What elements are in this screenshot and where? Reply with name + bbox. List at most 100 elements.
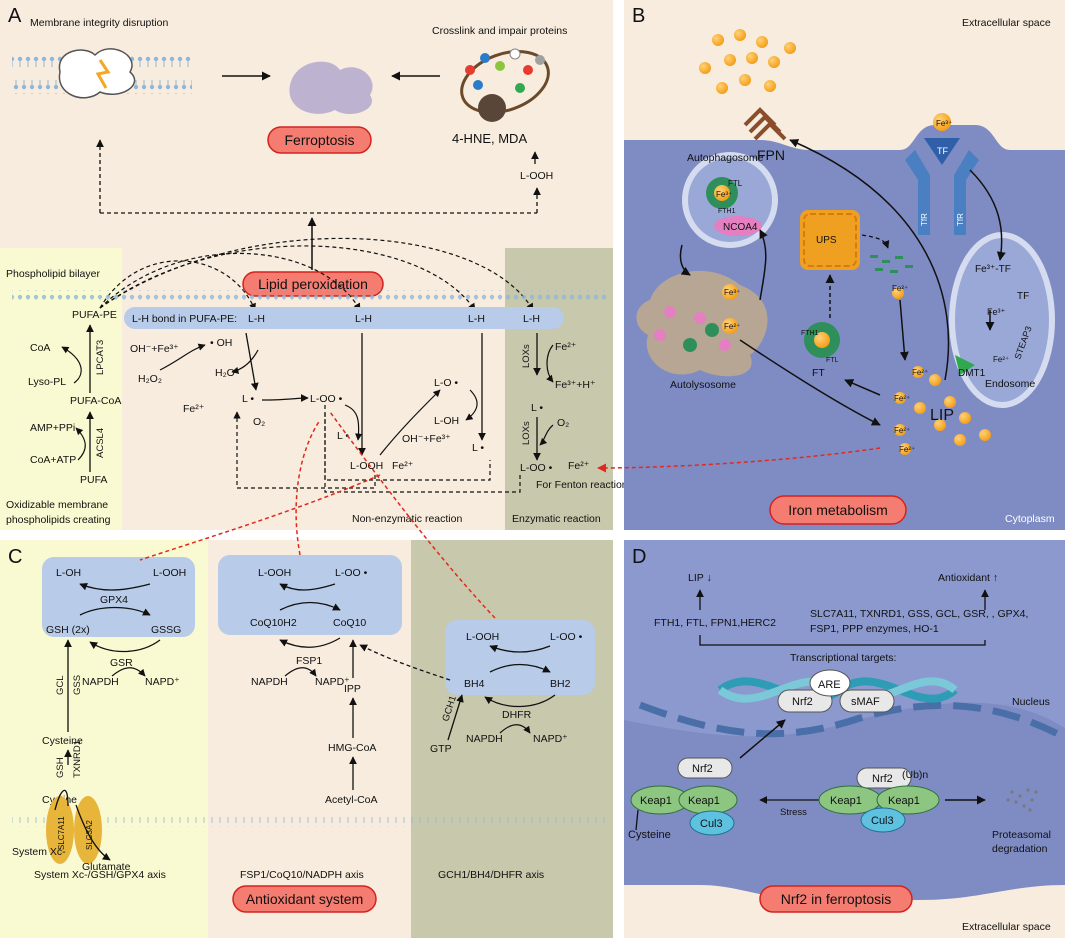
- fe2-label-lip-4: Fe²⁺: [894, 426, 910, 435]
- pufa-pe-label: PUFA-PE: [72, 309, 117, 321]
- lh-label-4: L-H: [523, 313, 540, 325]
- tfr-right-icon: [954, 150, 979, 235]
- l-radical-label-3: L •: [472, 442, 484, 454]
- l-ooh-top-label: L-OOH: [520, 170, 553, 182]
- l-radical-label-2: L •: [337, 430, 349, 442]
- lh-bond-prefix: L-H bond in PUFA-PE:: [132, 313, 237, 325]
- cytoplasm-label: Cytoplasm: [1005, 513, 1055, 525]
- fe2-label-endo: Fe²⁺: [993, 355, 1009, 364]
- fe3-label-top: Fe³⁺: [936, 119, 952, 128]
- lh-bond-bar: [124, 307, 564, 329]
- extracellular-label-b: Extracellular space: [962, 17, 1051, 29]
- ncoa4-label: NCOA4: [723, 222, 758, 233]
- gssg-label: GSSG: [151, 624, 181, 636]
- fe3-label-endo: Fe³⁺: [987, 307, 1006, 317]
- fpn-label: FPN: [757, 147, 785, 163]
- fe2-label-lip-3: Fe²⁺: [894, 394, 910, 403]
- are-label: ARE: [818, 679, 841, 691]
- panel-a: A Membrane integrity disruption Ferropto…: [0, 0, 628, 530]
- panel-d: D LIP ↓ Antioxidant ↑ FTH1, FTL, FPN1,HE…: [624, 540, 1065, 938]
- nucleus-label: Nucleus: [1012, 696, 1050, 708]
- fenton-link-arrow: [597, 447, 881, 473]
- slc7a11-label: SLC7A11: [57, 816, 66, 850]
- system-xc-label: System Xc-: [12, 846, 66, 858]
- axis2-label: FSP1/CoQ10/NADPH axis: [240, 869, 364, 881]
- bh4-label: BH4: [464, 678, 485, 690]
- ups-label: UPS: [816, 235, 837, 246]
- panel-letter-a: A: [8, 5, 22, 27]
- inhibition-links: [139, 411, 496, 619]
- fth1-label-2: FTH1: [801, 330, 819, 337]
- ipp-label: IPP: [344, 683, 361, 695]
- nrf2-bound-box: [856, 767, 912, 789]
- hmg-coa-label: HMG-CoA: [328, 742, 376, 754]
- lo-radical-label: L-O •: [434, 377, 458, 389]
- ub-label: (Ub)n: [902, 769, 928, 781]
- gpx4-label: GPX4: [100, 594, 128, 606]
- ft-label: FT: [812, 367, 825, 379]
- oxidizable-line-2: phospholipids creating: [6, 514, 111, 526]
- fe2-label-lip-5: Fe²⁺: [899, 445, 915, 454]
- gtp-label: GTP: [430, 743, 452, 755]
- system-xc-transporter-icon: [46, 796, 102, 864]
- fe3-ion-icon: [933, 113, 951, 131]
- fe3-tf-label: Fe³⁺-TF: [975, 264, 1011, 275]
- iron-metabolism-box: [769, 495, 907, 525]
- pufa-label: PUFA: [80, 474, 107, 486]
- c-loo-label-1: L-OO •: [335, 567, 368, 579]
- axis1-label: System Xc-/GSH/GPX4 axis: [34, 869, 166, 881]
- napdh-label-3: NAPDH: [466, 733, 503, 745]
- fe2-label-4: Fe²⁺: [568, 460, 589, 472]
- fsp1-label: FSP1: [296, 655, 322, 667]
- ftl-label-1: FTL: [728, 179, 743, 188]
- txnrd1-label: TXNRD1: [72, 740, 83, 778]
- gss-label: GSS: [72, 675, 83, 695]
- nrf2-ferroptosis-label: Nrf2 in ferroptosis: [781, 891, 891, 907]
- targets-right-line-2: FSP1, PPP enzymes, HO-1: [810, 623, 939, 635]
- panel-letter-c: C: [8, 546, 22, 568]
- are-element: [809, 669, 851, 697]
- keap1-label-3: Keap1: [830, 795, 862, 807]
- cul3-left: [689, 810, 735, 836]
- nrf2-nuclear-label: Nrf2: [792, 696, 813, 708]
- endosome-label: Endosome: [985, 378, 1035, 390]
- dmt1-icon: [955, 355, 975, 375]
- gsh2x-label: GSH (2x): [46, 624, 90, 636]
- cysteine-label-c: Cysteine: [42, 735, 83, 747]
- oh-fe3-label-2: OH⁻+Fe³⁺: [402, 433, 451, 445]
- gpx4-reaction-box: [42, 557, 195, 637]
- protein-title: Crosslink and impair proteins: [432, 25, 567, 37]
- coq10-label: CoQ10: [333, 617, 366, 629]
- ferroptosis-label: Ferroptosis: [284, 132, 354, 148]
- amp-ppi-label: AMP+PPi: [30, 422, 75, 434]
- nrf2-free-box: [677, 757, 733, 779]
- tf-label: TF: [937, 146, 948, 156]
- loxs-label-2: LOXs: [521, 421, 532, 445]
- panel-c-membrane: [12, 817, 607, 827]
- ncoa4-icon: [714, 216, 762, 236]
- degraded-fragments: [870, 255, 913, 273]
- hne-mda-label: 4-HNE, MDA: [452, 131, 527, 146]
- oh-radical-label: • OH: [210, 337, 232, 349]
- lip-down-label: LIP ↓: [688, 572, 712, 584]
- lh-label-1: L-H: [248, 313, 265, 325]
- lpcat3-label: LPCAT3: [95, 340, 106, 375]
- o2-label-1: O₂: [253, 416, 265, 428]
- lip-label: LIP: [930, 407, 954, 424]
- coa-label: CoA: [30, 342, 50, 354]
- proteasomal-line-2: degradation: [992, 843, 1048, 855]
- fth1-label-1: FTH1: [718, 208, 736, 215]
- tf-icon: [924, 138, 960, 165]
- glutamate-label: Glutamate: [82, 861, 131, 873]
- loo-radical-label-2: L-OO •: [520, 462, 553, 474]
- l-oh-label: L-OH: [434, 415, 459, 427]
- dmt1-label: DMT1: [958, 368, 986, 379]
- h2o-label: H₂O: [215, 367, 235, 379]
- protein-crosslink-icon: [460, 48, 550, 122]
- membrane-title: Membrane integrity disruption: [30, 17, 168, 29]
- loxs-label-1: LOXs: [521, 344, 532, 368]
- nrf2-bound-label: Nrf2: [872, 773, 893, 785]
- lyso-pl-label: Lyso-PL: [28, 376, 66, 388]
- c-l-ooh-label: L-OOH: [153, 567, 186, 579]
- autolysosome-label: Autolysosome: [670, 379, 736, 391]
